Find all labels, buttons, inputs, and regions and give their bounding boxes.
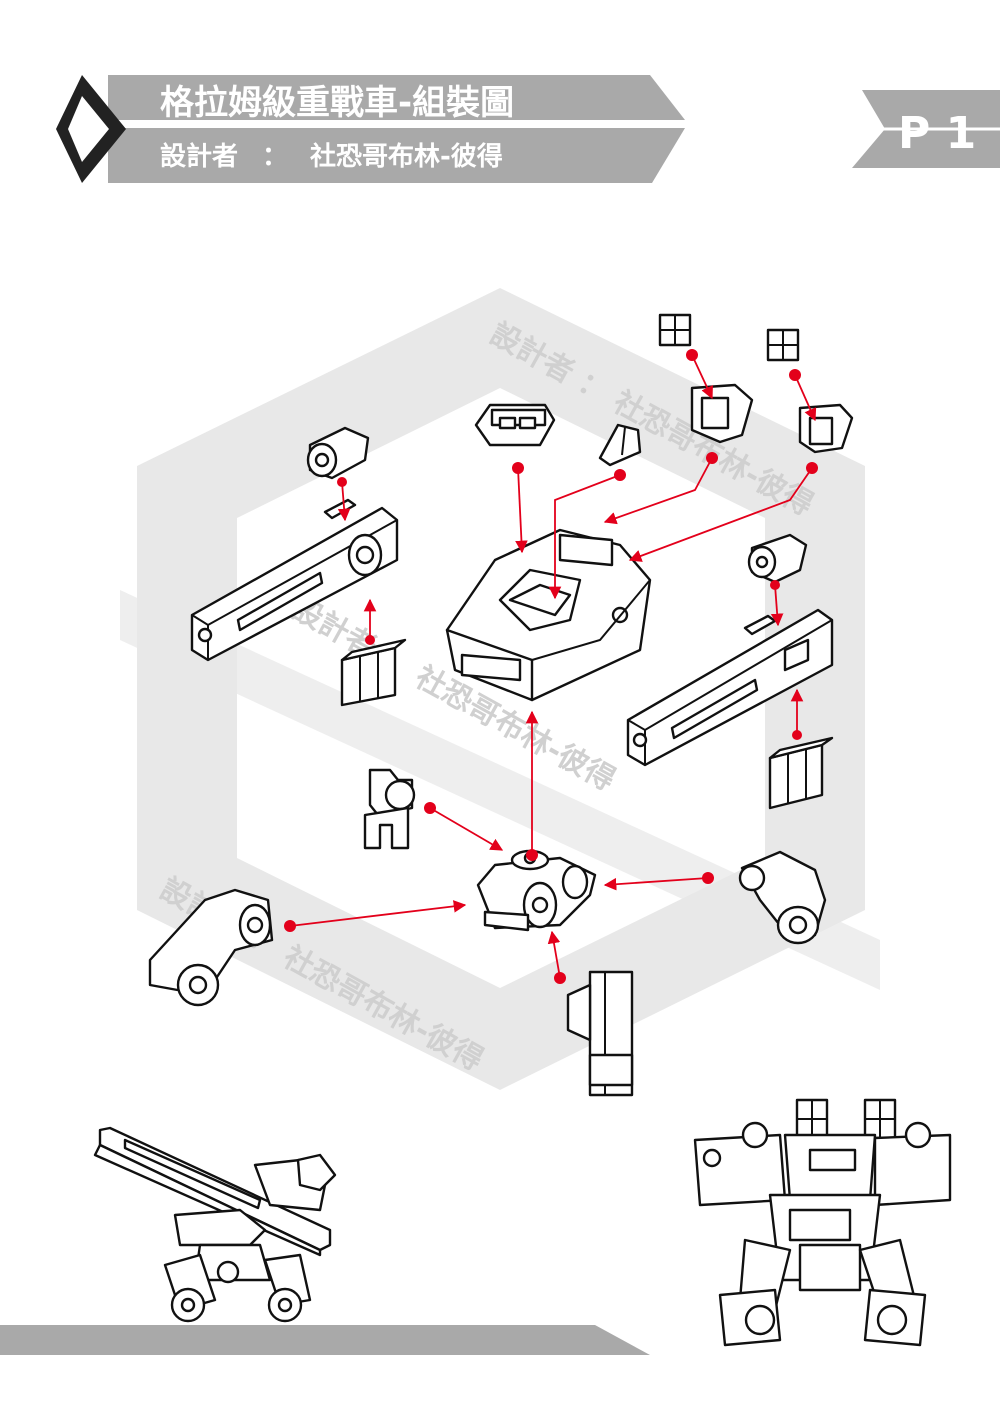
- turret-top-plate: [474, 403, 556, 447]
- page-number-tab: P 1: [852, 90, 1000, 168]
- twin-fin-piece: [598, 423, 642, 467]
- page-title: 格拉姆級重戰車-組裝圖: [160, 83, 514, 123]
- wheel-hub: [476, 849, 597, 932]
- designer-label: 設計者: [160, 141, 238, 172]
- block-peg-right: [768, 736, 834, 810]
- preview-side-view: [93, 1126, 337, 1323]
- window-frame-1: [690, 383, 754, 444]
- block-peg-left: [340, 638, 407, 707]
- designer-name: 社恐哥布林-彼得: [310, 141, 503, 172]
- window-frame-2: [798, 403, 854, 454]
- header-banner: 格拉姆級重戰車-組裝圖 設計者 ： 社恐哥布林-彼得: [56, 75, 685, 183]
- joint-piece: [363, 768, 416, 850]
- footer-bar: [0, 1325, 650, 1355]
- window-grid-piece-2: [766, 328, 800, 362]
- leg-piece-right: [738, 850, 827, 945]
- assembly-arrows: [284, 349, 818, 984]
- leg-piece-left: [148, 888, 274, 1007]
- cylinder-cap-left: [306, 426, 370, 480]
- designer-separator: ：: [262, 142, 288, 172]
- vertical-pillar: [566, 970, 634, 1097]
- tank-hull: [445, 528, 652, 702]
- page-number: P 1: [898, 108, 976, 159]
- arm-bar-left: [190, 498, 399, 662]
- arm-bar-right: [626, 608, 834, 767]
- preview-front-view: [693, 1098, 952, 1347]
- window-grid-piece-1: [658, 313, 692, 347]
- cylinder-cap-right: [747, 533, 808, 584]
